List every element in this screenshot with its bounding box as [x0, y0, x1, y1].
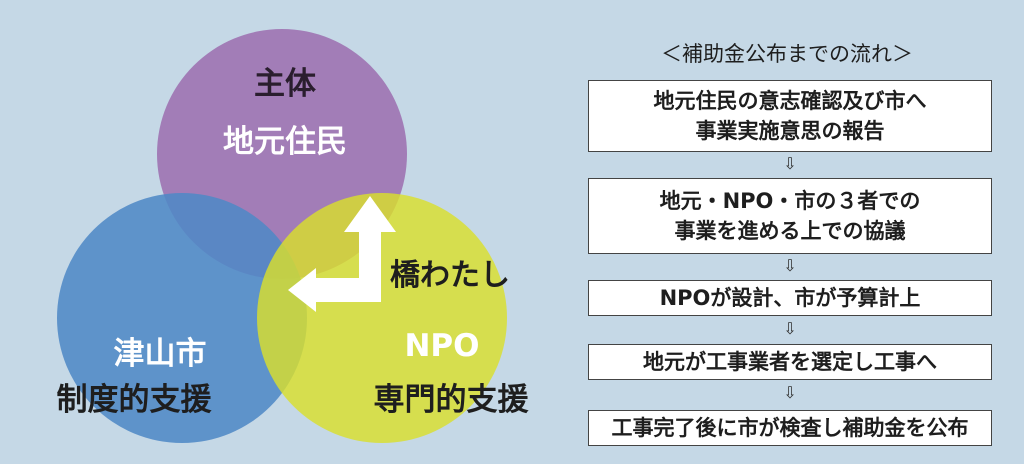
city-subtitle: 制度的支援 — [56, 382, 212, 418]
flow-step-2: 地元・NPO・市の３者での 事業を進める上での協議 — [588, 178, 992, 254]
circle-city — [57, 193, 307, 443]
city-title: 津山市 — [113, 336, 207, 372]
bridge-label: 橋わたし — [390, 258, 510, 293]
flow-step-5-line-1: 工事完了後に市が検査し補助金を公布 — [611, 416, 969, 440]
down-arrow-icon: ⇩ — [783, 319, 797, 338]
npo-subtitle: 専門的支援 — [373, 382, 529, 418]
main-subtitle: 地元住民 — [223, 124, 347, 160]
flow-step-2-line-1: 地元・NPO・市の３者での — [659, 189, 921, 213]
down-arrow-icon: ⇩ — [783, 383, 797, 402]
main-title: 主体 — [254, 66, 316, 102]
flow-step-1-line-1: 地元住民の意志確認及び市へ — [653, 89, 927, 113]
flow-step-1-line-2: 事業実施意思の報告 — [695, 119, 885, 143]
flow-step-2-line-2: 事業を進める上での協議 — [674, 219, 906, 243]
venn-diagram — [57, 29, 507, 443]
flow-step-1: 地元住民の意志確認及び市へ 事業実施意思の報告 — [588, 80, 992, 152]
flow-step-4-line-1: 地元が工事業者を選定し工事へ — [643, 350, 937, 374]
down-arrow-icon: ⇩ — [783, 154, 797, 173]
flow-title: ＜補助金公布までの流れ＞ — [661, 42, 913, 66]
down-arrow-icon: ⇩ — [783, 256, 797, 275]
flow-step-3: NPOが設計、市が予算計上 — [588, 280, 992, 316]
flow-step-5: 工事完了後に市が検査し補助金を公布 — [588, 410, 992, 446]
flow-step-3-line-1: NPOが設計、市が予算計上 — [659, 286, 921, 310]
flow-step-4: 地元が工事業者を選定し工事へ — [588, 344, 992, 380]
circle-npo — [257, 193, 507, 443]
bridge-arrow — [288, 196, 396, 312]
npo-title: NPO — [404, 328, 480, 364]
